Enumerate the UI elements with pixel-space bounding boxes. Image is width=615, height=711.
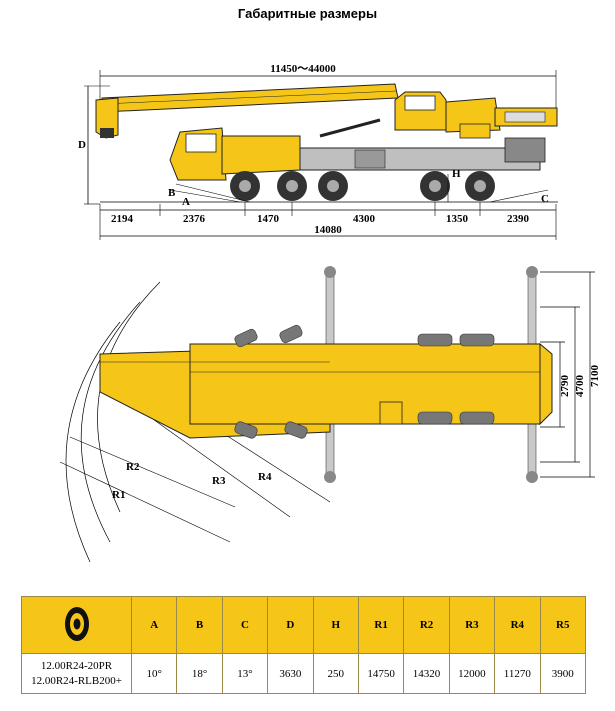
truck-body [169,118,546,181]
radius-label-r3: R3 [212,475,226,487]
table-header-row: A B C D H R1 R2 R3 R4 R5 [21,596,587,654]
radius-label-r4: R4 [258,471,272,483]
turning-radius-arcs [65,281,161,562]
header-a: A [130,596,178,654]
header-b: B [176,596,223,654]
value-d: 3630 [267,653,314,694]
header-r3: R3 [448,596,496,654]
angle-label-b: B [168,187,176,199]
header-d: D [267,596,314,654]
boom-left [95,83,399,139]
width-label-7100: 7100 [589,365,601,388]
page-title: Габаритные размеры [237,6,378,21]
top-view-wheels [234,324,495,439]
radius-label-r2: R2 [126,461,140,473]
dimensions-table: A B C D H R1 R2 R3 R4 R5 12.00R24-20PR 1… [21,596,587,694]
tyre-name-cell: 12.00R24-20PR 12.00R24-RLB200+ [21,653,132,694]
side-view-drawing: 11450～44000 D [78,63,558,240]
overall-length-label: 14080 [314,224,342,236]
tyre-name-1: 12.00R24-20PR [40,659,113,672]
superstructure [394,91,558,139]
value-r1: 14750 [357,653,405,694]
header-c: C [221,596,269,654]
top-view-drawing: R1 R2 R3 R4 R5 [59,266,601,562]
header-r4: R4 [494,596,541,654]
value-r2: 14320 [403,653,450,694]
value-r4: 11270 [494,653,541,694]
value-r3: 12000 [448,653,496,694]
segment-dim-3: 1470 [257,213,280,225]
value-b: 18° [176,653,223,694]
width-label-2790: 2790 [559,375,571,398]
boom-range-label: 11450～44000 [270,63,336,75]
height-label-d: D [78,139,86,151]
crane-top-body [99,342,553,439]
angle-label-c: C [541,193,549,205]
segment-dim-6: 2390 [507,213,530,225]
radius-label-r1: R1 [112,489,125,501]
angle-label-a: A [182,196,190,208]
segment-dim-1: 2194 [111,213,134,225]
width-label-4700: 4700 [574,375,586,398]
header-r5: R5 [539,596,587,654]
value-c: 13° [221,653,269,694]
value-h: 250 [312,653,359,694]
segment-dim-5: 1350 [446,213,469,225]
tyre-icon [64,606,89,641]
wheels [230,171,495,201]
header-r2: R2 [403,596,450,654]
segment-dim-4: 4300 [353,213,376,225]
tyre-icon-cell [21,596,132,654]
value-r5: 3900 [539,653,587,694]
segment-dim-2: 2376 [183,213,206,225]
header-h: H [312,596,359,654]
header-r1: R1 [357,596,405,654]
tyre-name-2: 12.00R24-RLB200+ [31,674,122,687]
clearance-label-h: H [452,168,461,180]
table-row: 12.00R24-20PR 12.00R24-RLB200+ 10° 18° 1… [21,653,587,694]
value-a: 10° [130,653,178,694]
